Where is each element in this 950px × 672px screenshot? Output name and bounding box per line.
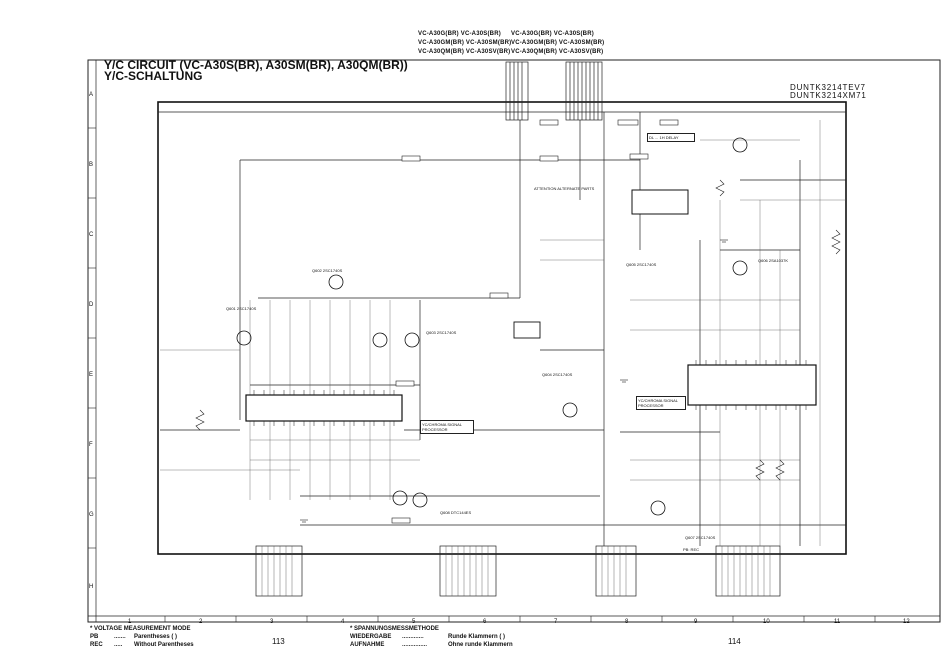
column-label: 2 xyxy=(199,619,203,625)
model-line: VC-A30QM(BR) VC-A30SV(BR) xyxy=(511,49,604,55)
model-line: VC-A30GM(BR) VC-A30SM(BR) xyxy=(418,40,512,46)
q604-label: Q604 2SC1740S xyxy=(542,372,573,377)
row-label: A xyxy=(89,92,94,98)
model-line: VC-A30GM(BR) VC-A30SM(BR) xyxy=(511,40,605,46)
page-number-right: 114 xyxy=(728,637,741,646)
q608-label: Q608 DTC144ES xyxy=(440,510,472,515)
legend-dots: ..... xyxy=(114,642,123,648)
legend-key: PB xyxy=(90,634,99,640)
page-number-left: 113 xyxy=(272,637,285,646)
column-label: 9 xyxy=(694,619,698,625)
attention-note: ATTENTION ALTERNATE PARTS xyxy=(534,186,595,191)
column-label: 12 xyxy=(903,619,910,625)
q602-label: Q602 2SC1740S xyxy=(312,268,343,273)
page-title: Y/C CIRCUIT (VC-A30S(BR), A30SM(BR), A30… xyxy=(104,58,408,83)
q606-label: Q606 2SA1037K xyxy=(758,258,789,263)
q603-label: Q603 2SC1740S xyxy=(426,330,457,335)
column-label: 1 xyxy=(128,619,132,625)
q601-label: Q601 2SC1740S xyxy=(226,306,257,311)
row-label: D xyxy=(89,302,94,308)
legend-key: AUFNAHME xyxy=(350,642,385,648)
row-label: G xyxy=(89,512,94,518)
delay-line-block: DL ... 1H DELAY xyxy=(647,133,695,142)
legend-dots: ....... xyxy=(114,634,126,640)
model-line: VC-A30QM(BR) VC-A30SV(BR) xyxy=(418,49,511,55)
pcb-code: DUNTK3214TEV7 xyxy=(790,83,866,92)
column-label: 11 xyxy=(834,619,841,625)
legend-heading: * VOLTAGE MEASUREMENT MODE xyxy=(90,626,191,632)
legend-dots: ............. xyxy=(402,634,424,640)
delay-line-label: DL ... 1H DELAY xyxy=(649,135,679,140)
row-label: H xyxy=(89,584,94,590)
legend-value: Runde Klammern ( ) xyxy=(448,634,506,640)
legend-value: Ohne runde Klammern xyxy=(448,642,513,648)
model-list-right: VC-A30G(BR) VC-A30S(BR) VC-A30GM(BR) VC-… xyxy=(511,30,604,57)
legend-value: Without Parentheses xyxy=(134,642,194,648)
voltage-legend-de: * SPANNUNGSMESSMETHODE WIEDERGABE ......… xyxy=(350,625,513,649)
column-label: 8 xyxy=(625,619,629,625)
yc-processor-label-block: YC/CHROMA SIGNAL PROCESSOR xyxy=(636,396,686,410)
legend-row: WIEDERGABE ............. Runde Klammern … xyxy=(350,633,513,641)
legend-row: PB ....... Parentheses ( ) xyxy=(90,633,194,641)
column-label: 10 xyxy=(763,619,770,625)
voltage-legend-en: * VOLTAGE MEASUREMENT MODE PB ....... Pa… xyxy=(90,625,194,649)
legend-value: Parentheses ( ) xyxy=(134,634,178,640)
legend-dots: ............... xyxy=(402,642,428,648)
row-label: E xyxy=(89,372,94,378)
yc-processor-label: YC/CHROMA SIGNAL PROCESSOR xyxy=(638,398,678,408)
model-line: VC-A30G(BR) VC-A30S(BR) xyxy=(418,31,501,37)
q605-label: Q605 2SC1740S xyxy=(626,262,657,267)
column-label: 3 xyxy=(270,619,274,625)
column-label: 7 xyxy=(554,619,558,625)
legend-key: REC xyxy=(90,642,103,648)
model-line: VC-A30G(BR) VC-A30S(BR) xyxy=(511,31,594,37)
row-label: B xyxy=(89,162,94,168)
chroma-processor-label-block: YC/CHROMA SIGNAL PROCESSOR xyxy=(420,420,474,434)
legend-heading: * SPANNUNGSMESSMETHODE xyxy=(350,626,439,632)
q607-label: Q607 2SC1740S xyxy=(685,535,716,540)
pcb-code: DUNTK3214XM71 xyxy=(790,91,867,100)
legend-row: REC ..... Without Parentheses xyxy=(90,641,194,649)
row-label: C xyxy=(89,232,94,238)
legend-key: WIEDERGABE xyxy=(350,634,392,640)
chroma-processor-label: YC/CHROMA SIGNAL PROCESSOR xyxy=(422,422,462,432)
column-label: 4 xyxy=(341,619,345,625)
title-line-1: Y/C CIRCUIT (VC-A30S(BR), A30SM(BR), A30… xyxy=(104,58,408,72)
legend-row: AUFNAHME ............... Ohne runde Klam… xyxy=(350,641,513,649)
column-label: 5 xyxy=(412,619,416,625)
row-label: F xyxy=(89,442,93,448)
title-line-2: Y/C-SCHALTUNG xyxy=(104,69,203,83)
column-label: 6 xyxy=(483,619,487,625)
pb-rec-label: PB: REC xyxy=(683,547,700,552)
pcb-codes: DUNTK3214TEV7 DUNTK3214XM71 xyxy=(790,84,867,100)
model-list-left: VC-A30G(BR) VC-A30S(BR) VC-A30GM(BR) VC-… xyxy=(418,30,511,57)
